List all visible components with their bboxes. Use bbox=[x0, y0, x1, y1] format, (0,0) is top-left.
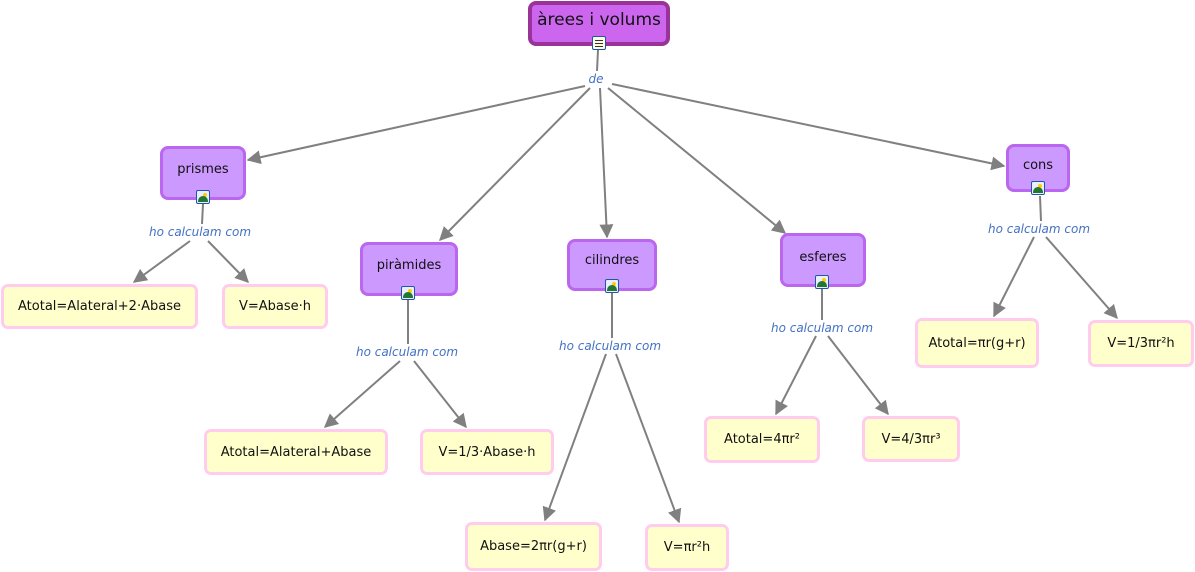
formula-text: Atotal=Alateral+Abase bbox=[220, 444, 372, 460]
concept-label: cilindres bbox=[584, 252, 640, 268]
arrow-to-formula bbox=[323, 360, 401, 428]
arrow-to-formula bbox=[993, 236, 1035, 318]
formula-text: Atotal=4πr² bbox=[724, 432, 800, 447]
formula-cons-area[interactable]: Atotal=πr(g+r) bbox=[915, 318, 1039, 368]
arrow-to-formula bbox=[775, 335, 817, 416]
formula-cons-volume[interactable]: V=1/3πr²h bbox=[1088, 320, 1194, 367]
arrow-to-formula bbox=[413, 360, 467, 429]
link-label-cons: ho calculam com bbox=[985, 222, 1093, 236]
link-label-esferes: ho calculam com bbox=[768, 321, 876, 335]
link-label-de: de bbox=[586, 72, 606, 86]
image-icon[interactable] bbox=[815, 275, 829, 289]
formula-text: V=4/3πr³ bbox=[881, 431, 941, 447]
link-label-piramides: ho calculam com bbox=[353, 345, 461, 359]
arrow-to-cilindres bbox=[599, 87, 614, 239]
link-label-prismes: ho calculam com bbox=[146, 225, 254, 239]
formula-esferes-area[interactable]: Atotal=4πr² bbox=[704, 416, 820, 463]
arrow-to-formula bbox=[827, 335, 889, 416]
arrow-to-formula bbox=[207, 240, 249, 284]
concept-label: esferes bbox=[799, 249, 847, 265]
arrow-to-formula bbox=[615, 353, 682, 524]
image-icon[interactable] bbox=[401, 286, 415, 300]
arrow-to-cons bbox=[611, 83, 1006, 171]
connector-line bbox=[201, 203, 204, 225]
arrow-to-prismes bbox=[246, 85, 586, 165]
image-icon[interactable] bbox=[605, 279, 619, 293]
arrow-to-esferes bbox=[607, 87, 787, 234]
formula-prismes-area[interactable]: Atotal=Alateral+2·Abase bbox=[1, 284, 198, 329]
formula-text: V=πr²h bbox=[663, 540, 711, 555]
formula-piramides-volume[interactable]: V=1/3·Abase·h bbox=[420, 429, 554, 475]
formula-prismes-volume[interactable]: V=Abase·h bbox=[222, 284, 328, 329]
image-icon[interactable] bbox=[1031, 181, 1045, 195]
formula-text: V=1/3·Abase·h bbox=[438, 444, 536, 460]
arrow-to-formula bbox=[132, 240, 191, 283]
formula-esferes-volume[interactable]: V=4/3πr³ bbox=[862, 416, 960, 462]
formula-text: Atotal=Alateral+2·Abase bbox=[18, 299, 181, 314]
concept-label: prismes bbox=[177, 161, 229, 177]
connector-line bbox=[596, 49, 599, 72]
formula-text: Atotal=πr(g+r) bbox=[928, 335, 1026, 351]
formula-piramides-area[interactable]: Atotal=Alateral+Abase bbox=[204, 429, 388, 475]
arrow-to-formula bbox=[542, 353, 607, 522]
formula-cilindres-area[interactable]: Abase=2πr(g+r) bbox=[465, 522, 602, 571]
connector-line bbox=[1039, 195, 1042, 222]
formula-text: V=Abase·h bbox=[238, 299, 312, 314]
arrow-to-piramides bbox=[439, 87, 591, 241]
formula-text: Abase=2πr(g+r) bbox=[480, 539, 587, 554]
link-label-cilindres: ho calculam com bbox=[556, 339, 664, 353]
concept-label: cons bbox=[1022, 157, 1054, 173]
formula-text: V=1/3πr²h bbox=[1107, 336, 1175, 351]
formula-cilindres-volume[interactable]: V=πr²h bbox=[645, 524, 729, 571]
concept-label: piràmides bbox=[376, 257, 442, 273]
arrow-to-formula bbox=[1045, 236, 1118, 320]
concept-cons[interactable]: cons bbox=[1006, 144, 1070, 192]
document-icon[interactable] bbox=[592, 36, 606, 50]
image-icon[interactable] bbox=[196, 190, 210, 204]
root-label: àrees i volums bbox=[537, 9, 661, 30]
